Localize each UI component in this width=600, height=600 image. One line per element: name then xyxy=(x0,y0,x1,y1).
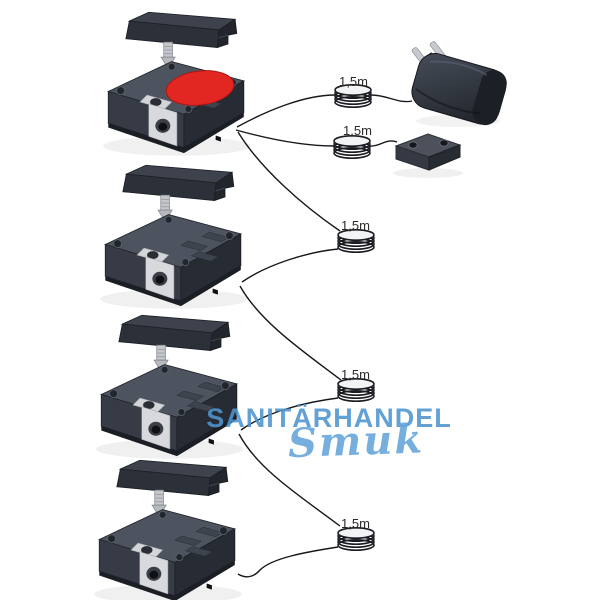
lock-unit-3 xyxy=(95,314,245,460)
coil-2-length-label: 1,5m xyxy=(343,123,372,138)
cable-unit3-to-coil5 xyxy=(238,433,341,527)
coil-3-length-label: 1,5m xyxy=(341,218,370,233)
coil-1-length-label: 1,5m xyxy=(339,74,368,89)
cable-master-to-coil1 xyxy=(236,94,336,128)
cable-unit2-to-coil4 xyxy=(239,285,342,381)
cable-coil5-to-unit4 xyxy=(237,546,339,578)
watermark-shop-script: Smuk xyxy=(287,415,425,468)
lock-unit-2 xyxy=(99,164,249,310)
coil-4-length-label: 1,5m xyxy=(341,367,370,382)
cables xyxy=(235,94,413,578)
screw-hole xyxy=(439,139,449,147)
plug-end-cap xyxy=(472,70,507,126)
cable-master-to-coil2 xyxy=(235,129,335,147)
cable-coil-4 xyxy=(337,377,375,403)
cable-master-to-coil3 xyxy=(237,131,341,232)
junction-box-icon xyxy=(393,133,463,178)
cable-coil-3 xyxy=(337,229,375,253)
cable-coil2-to-junction-box xyxy=(369,140,398,147)
red-push-button xyxy=(165,70,235,106)
screw-hole xyxy=(408,141,418,149)
cable-coil4-to-unit3 xyxy=(240,397,339,431)
cable-coil3-to-unit2 xyxy=(241,248,339,283)
watermark-shop-name: SANITÄRHANDEL xyxy=(206,403,452,433)
power-plug-icon xyxy=(411,41,507,127)
cable-coil-2 xyxy=(333,135,371,159)
junction-box-right xyxy=(428,144,461,171)
lock-unit-4 xyxy=(93,459,243,600)
cable-coil-5 xyxy=(337,526,375,552)
cable-coil1-to-plug xyxy=(370,94,413,103)
coil-5-length-label: 1,5m xyxy=(341,516,370,531)
